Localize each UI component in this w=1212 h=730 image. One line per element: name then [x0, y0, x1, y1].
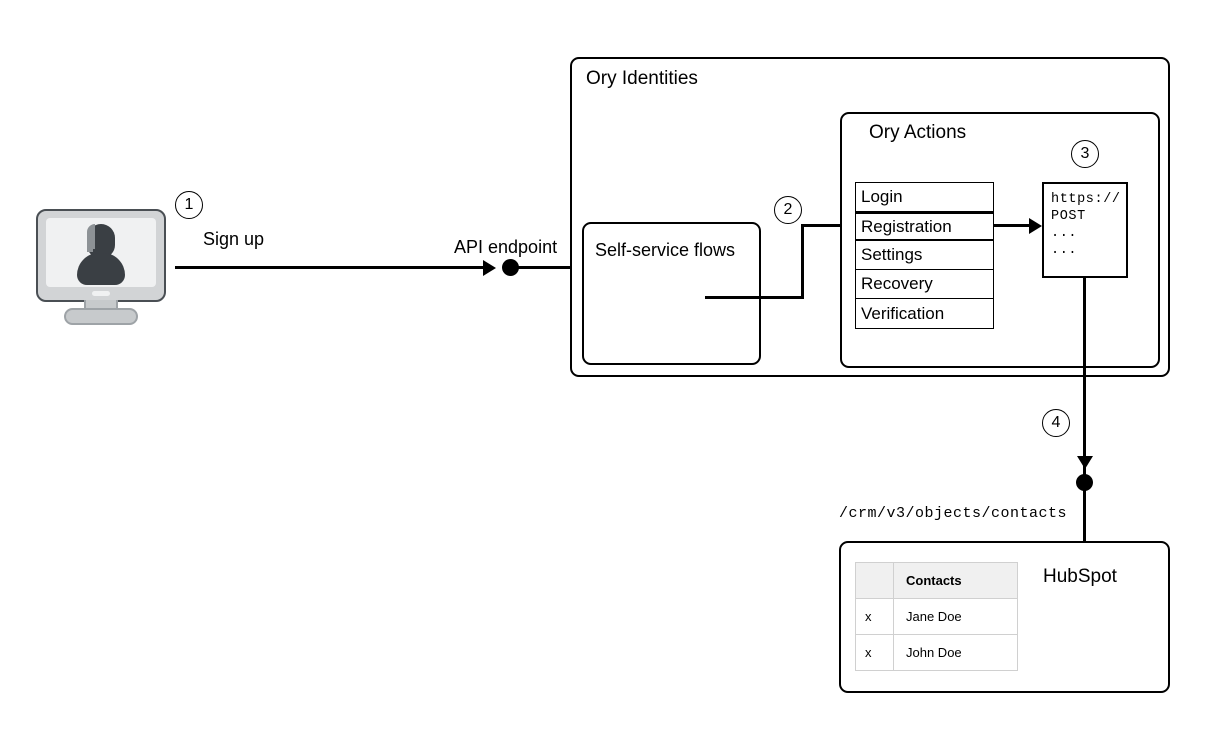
- table-row[interactable]: x John Doe: [855, 634, 1018, 671]
- webhook-code-line: ...: [1051, 226, 1078, 241]
- table-row[interactable]: x Jane Doe: [855, 598, 1018, 635]
- flow-item-label: Verification: [861, 303, 945, 323]
- step-number-1: 1: [175, 191, 203, 219]
- registration-to-webhook-line: [994, 224, 1031, 227]
- signup-arrow-head: [483, 259, 496, 276]
- table-cell-mark: x: [855, 598, 894, 635]
- step2-connector-vertical: [801, 224, 804, 299]
- signup-arrow-line: [175, 266, 485, 269]
- table-header-contacts: Contacts: [893, 562, 1018, 599]
- ory-actions-title: Ory Actions: [869, 122, 967, 143]
- hubspot-contacts-table: Contacts x Jane Doe x John Doe: [855, 562, 1018, 671]
- webhook-to-hubspot-line: [1083, 278, 1086, 480]
- api-endpoint-dot: [502, 259, 519, 276]
- step-number-2: 2: [774, 196, 802, 224]
- self-service-flows-title: Self-service flows: [595, 240, 736, 260]
- api-endpoint-connector: [516, 266, 572, 269]
- step2-connector-horizontal-lower: [705, 296, 804, 299]
- registration-to-webhook-arrow-head: [1029, 217, 1042, 234]
- flow-item-login[interactable]: Login: [856, 183, 993, 212]
- hubspot-endpoint-connector: [1083, 488, 1086, 543]
- person-body: [77, 252, 125, 285]
- api-endpoint-label: API endpoint: [454, 237, 558, 257]
- ory-actions-flow-list: Login Registration Settings Recovery Ver…: [855, 182, 994, 329]
- ory-identities-title: Ory Identities: [586, 68, 698, 89]
- webhook-to-hubspot-arrow-head: [1076, 456, 1093, 469]
- hubspot-endpoint-path: /crm/v3/objects/contacts: [839, 505, 1068, 522]
- flow-item-label: Login: [861, 187, 903, 206]
- hubspot-endpoint-dot: [1076, 474, 1093, 491]
- webhook-code-line: POST: [1051, 209, 1086, 224]
- flow-item-recovery[interactable]: Recovery: [856, 270, 993, 299]
- monitor-base: [64, 308, 138, 325]
- webhook-code-line: https://: [1051, 192, 1121, 207]
- flow-item-registration[interactable]: Registration: [856, 212, 993, 241]
- monitor-screen: [46, 218, 156, 287]
- table-header-row: Contacts: [855, 562, 1018, 599]
- user-monitor-icon: [36, 209, 166, 302]
- table-cell-mark: x: [855, 634, 894, 671]
- flow-item-label: Recovery: [861, 274, 933, 293]
- flow-item-label: Registration: [861, 216, 952, 236]
- flow-item-label: Settings: [861, 245, 923, 264]
- table-cell-name: Jane Doe: [893, 598, 1018, 635]
- flow-item-verification[interactable]: Verification: [856, 299, 993, 328]
- table-cell-name: John Doe: [893, 634, 1018, 671]
- self-service-flows-box: [582, 222, 761, 365]
- person-head-highlight: [87, 223, 95, 252]
- person-avatar-icon: [70, 222, 132, 285]
- sign-up-label: Sign up: [203, 229, 265, 249]
- flow-item-settings[interactable]: Settings: [856, 241, 993, 270]
- table-header-mark: [855, 562, 894, 599]
- hubspot-title: HubSpot: [1043, 566, 1117, 587]
- step-number-4: 4: [1042, 409, 1070, 437]
- webhook-code-box: https:// POST ... ...: [1042, 182, 1128, 278]
- step2-connector-horizontal-upper: [801, 224, 846, 227]
- monitor-stand-notch: [92, 291, 110, 296]
- step-number-3: 3: [1071, 140, 1099, 168]
- webhook-code-line: ...: [1051, 243, 1078, 258]
